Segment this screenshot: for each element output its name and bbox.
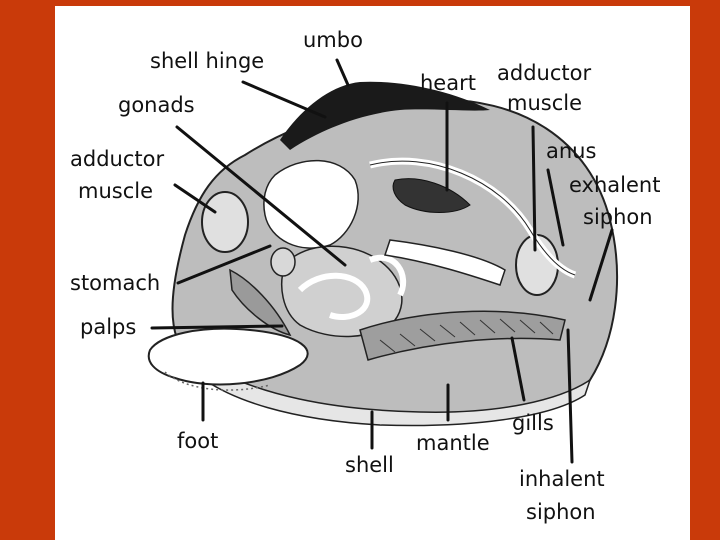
palps-label: palps (80, 315, 136, 339)
inhalent-label-1: inhalent (519, 467, 605, 491)
adductor-right-label-2: muscle (507, 91, 582, 115)
adductor-right-leader (533, 127, 535, 250)
shell-label: shell (345, 453, 394, 477)
stomach-shape (271, 248, 295, 276)
adductor-right-label-1: adductor (497, 61, 591, 85)
umbo-leader (337, 60, 348, 85)
anus-label: anus (546, 139, 596, 163)
gills-label: gills (512, 411, 554, 435)
heart-label: heart (420, 71, 476, 95)
foot-label: foot (177, 429, 218, 453)
adductor-left-label-2: muscle (78, 179, 153, 203)
stomach-label: stomach (70, 271, 160, 295)
palps-leader (152, 326, 282, 328)
inhalent-label-2: siphon (526, 500, 596, 524)
exhalent-label-1: exhalent (569, 173, 660, 197)
visceral-cavity (264, 161, 358, 249)
mantle-label: mantle (416, 431, 490, 455)
shell-hinge-leader (243, 82, 325, 117)
umbo-label: umbo (303, 28, 363, 52)
exhalent-label-2: siphon (583, 205, 653, 229)
shell-hinge-label: shell hinge (150, 49, 264, 73)
adductor-muscle-left (202, 192, 248, 252)
gonads-label: gonads (118, 93, 195, 117)
adductor-left-label-1: adductor (70, 147, 164, 171)
